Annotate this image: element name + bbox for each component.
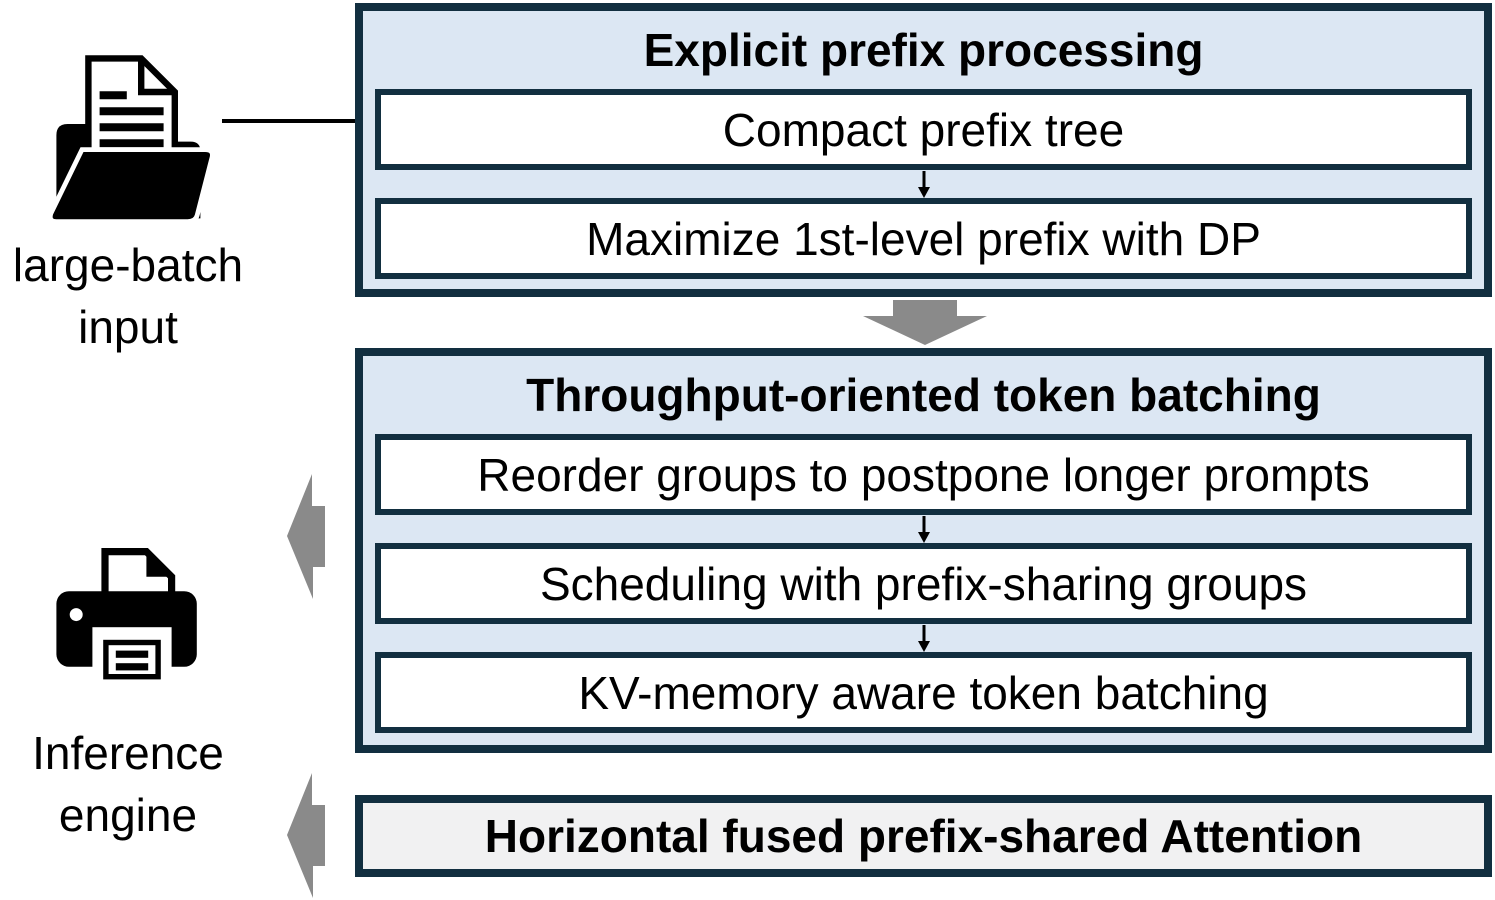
printer-light-dot	[69, 608, 83, 622]
arrow-down-small-icon	[917, 624, 930, 652]
printer-icon	[56, 548, 197, 689]
step-maximize-first-level-prefix-dp: Maximize 1st-level prefix with DP	[375, 198, 1472, 279]
prefix-processing-title: Explicit prefix processing	[643, 24, 1204, 76]
engine-label-line1: Inference	[32, 727, 224, 779]
input-label-line2: input	[78, 301, 178, 353]
input-label: large-batch input	[0, 234, 264, 358]
arrow-down-small-icon	[917, 170, 930, 198]
step-kv-memory-aware-batching: KV-memory aware token batching	[375, 652, 1472, 733]
step-connector	[363, 170, 1484, 198]
folder-document-icon	[50, 55, 215, 224]
token-batching-panel: Throughput-oriented token batching Reord…	[355, 348, 1492, 753]
arrow-down-icon	[863, 300, 987, 345]
input-label-line1: large-batch	[12, 239, 244, 291]
step-scheduling-prefix-sharing-groups: Scheduling with prefix-sharing groups	[375, 543, 1472, 624]
attention-title: Horizontal fused prefix-shared Attention	[484, 810, 1363, 862]
arrow-left-icon	[287, 773, 325, 898]
engine-label-line2: engine	[58, 789, 198, 841]
folder-front-flap-shape	[50, 147, 215, 224]
step-reorder-groups: Reorder groups to postpone longer prompt…	[375, 434, 1472, 515]
step-connector	[363, 515, 1484, 543]
token-batching-title: Throughput-oriented token batching	[526, 369, 1321, 421]
arrow-down-small-icon	[917, 515, 930, 543]
step-connector	[363, 624, 1484, 652]
step-compact-prefix-tree: Compact prefix tree	[375, 89, 1472, 170]
engine-label: Inference engine	[0, 722, 264, 846]
attention-panel: Horizontal fused prefix-shared Attention	[355, 795, 1492, 877]
arrow-left-icon	[287, 474, 325, 599]
printer-output-tray-glyph	[92, 627, 172, 689]
prefix-processing-panel: Explicit prefix processing Compact prefi…	[355, 3, 1492, 297]
